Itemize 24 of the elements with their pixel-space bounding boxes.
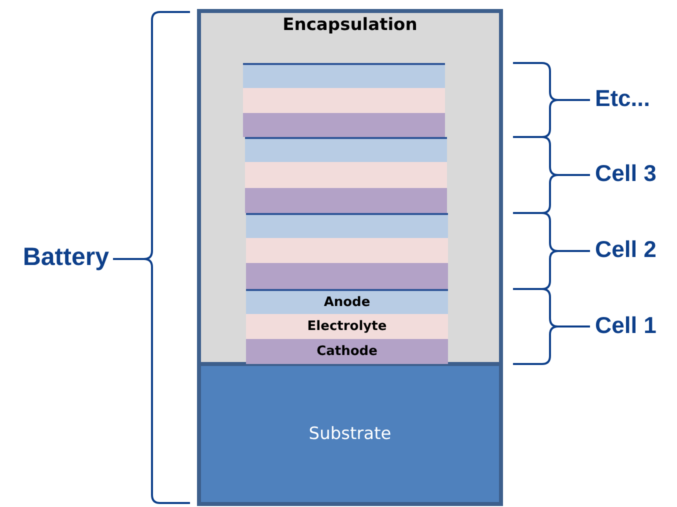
layer-band [246,213,448,238]
bracket-label: Cell 3 [595,162,656,186]
layer-band [246,263,448,289]
layer-band [245,188,447,213]
layer-band [243,113,445,137]
bracket-label: Cell 1 [595,314,656,337]
substrate-block [197,366,503,506]
bracket-label: Etc... [595,87,650,110]
layer-band [246,238,448,263]
layer-band [243,88,445,113]
layer-heading: Encapsulation [282,15,418,35]
layer-label: Anode [324,295,370,310]
layer-label: Substrate [308,424,392,444]
layer-band [245,137,447,162]
material-layer [246,339,448,364]
bracket-label: Cell 2 [595,238,656,262]
encapsulation-box [197,9,503,366]
material-layer [246,314,448,339]
bracket-label: Battery [22,245,109,270]
layer-band [245,162,447,188]
material-layer [246,289,448,314]
layer-label: Cathode [316,344,378,359]
layer-label: Electrolyte [307,319,387,334]
layer-band [243,63,445,88]
